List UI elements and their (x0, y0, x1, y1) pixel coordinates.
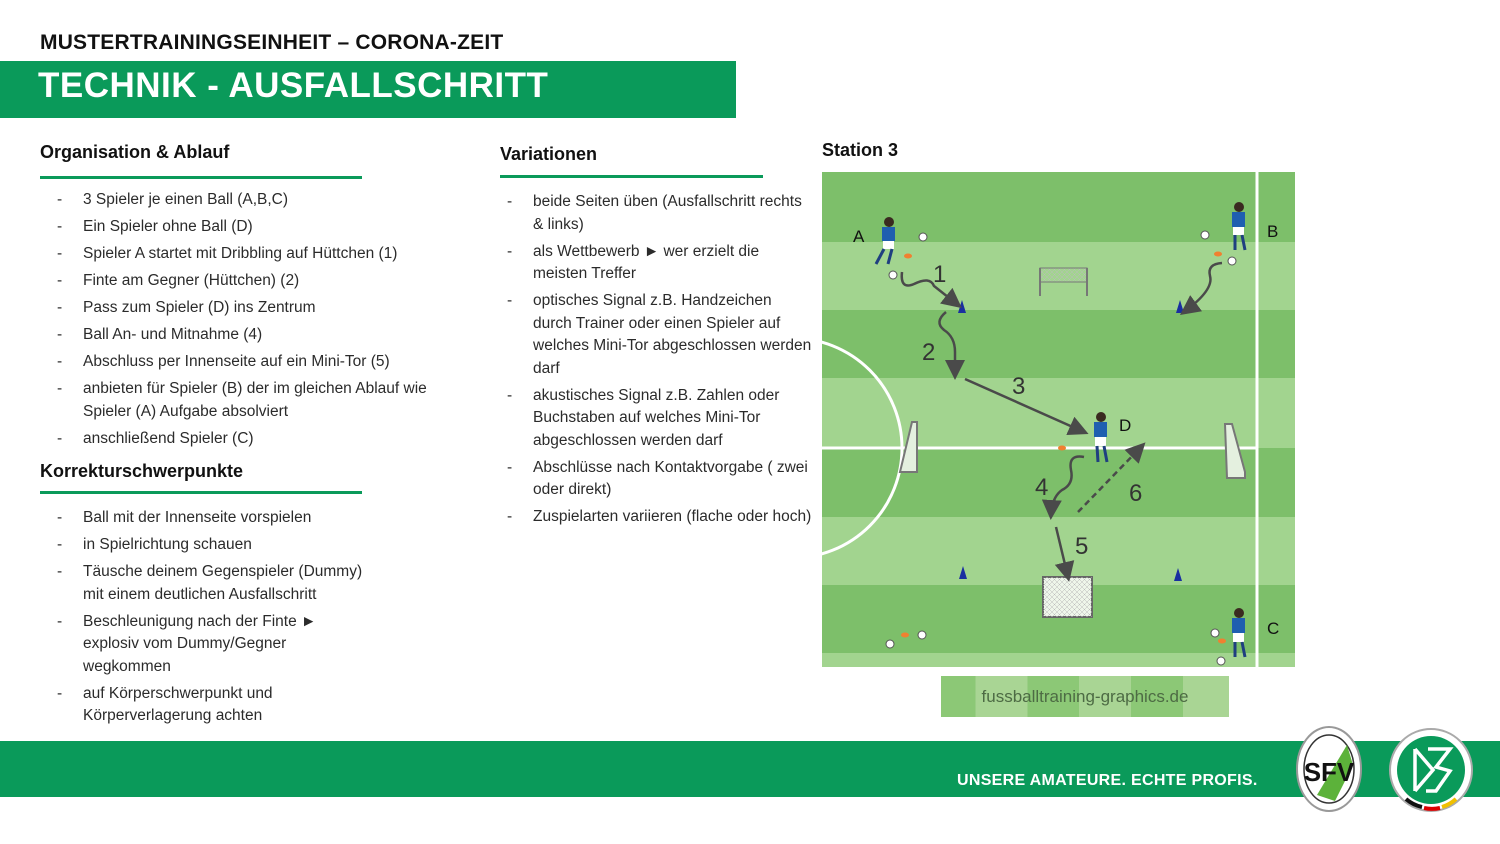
list-item: anschließend Spieler (C) (57, 428, 487, 451)
korrektur-list: Ball mit der Innenseite vorspielen in Sp… (57, 507, 387, 732)
korrektur-rule (40, 491, 362, 494)
list-item: Ein Spieler ohne Ball (D) (57, 216, 487, 239)
step-label: 6 (1129, 480, 1142, 507)
supertitle: MUSTERTRAININGSEINHEIT – CORONA-ZEIT (40, 31, 504, 54)
organisation-list: 3 Spieler je einen Ball (A,B,C) Ein Spie… (57, 189, 487, 455)
list-item: Spieler A startet mit Dribbling auf Hütt… (57, 243, 487, 266)
player-label: A (853, 227, 865, 246)
sfv-logo: SFV (1296, 726, 1362, 812)
center-circle (822, 340, 904, 556)
step-label: 1 (933, 261, 946, 288)
player-d (1094, 412, 1109, 463)
title-band (0, 61, 736, 118)
arrow-1 (900, 271, 962, 309)
list-item: optisches Signal z.B. Handzeichen durch … (507, 290, 813, 380)
list-item: Abschlüsse nach Kontaktvorgabe ( zwei od… (507, 457, 813, 502)
step-labels: 1 2 3 4 5 6 (922, 261, 1142, 560)
arrow-2 (938, 311, 965, 380)
marker-cones (901, 251, 1226, 644)
list-item: Ball mit der Innenseite vorspielen (57, 507, 387, 530)
mini-goal-top (1039, 267, 1088, 296)
variationen-list: beide Seiten üben (Ausfallschritt rechts… (507, 191, 813, 533)
credit-watermark: fussballtraining-graphics.de (941, 676, 1229, 717)
balls (885, 230, 1237, 666)
arrow-6 (1077, 442, 1146, 513)
svg-text:SFV: SFV (1304, 757, 1355, 787)
list-item: als Wettbewerb ► wer erzielt die meisten… (507, 241, 813, 286)
list-item: Finte am Gegner (Hüttchen) (2) (57, 270, 487, 293)
player-label: D (1119, 416, 1131, 435)
page-title: TECHNIK - AUSFALLSCHRITT (38, 66, 549, 105)
player-labels: A B C D (853, 222, 1279, 638)
arrow-4 (1041, 455, 1085, 520)
movement-arrows (900, 261, 1223, 582)
list-item: Zuspielarten variieren (flache oder hoch… (507, 506, 813, 529)
korrektur-heading: Korrekturschwerpunkte (40, 461, 244, 481)
list-item: 3 Spieler je einen Ball (A,B,C) (57, 189, 487, 212)
list-item: anbieten für Spieler (B) der im gleichen… (57, 378, 478, 423)
list-item: Pass zum Spieler (D) ins Zentrum (57, 297, 487, 320)
player-a (874, 217, 895, 265)
list-item: akustisches Signal z.B. Zahlen oder Buch… (507, 385, 813, 453)
player-c (1232, 608, 1247, 658)
organisation-heading: Organisation & Ablauf (40, 142, 230, 162)
player-label: B (1267, 222, 1278, 241)
player-b (1232, 202, 1247, 251)
mini-goal-right (1223, 423, 1246, 479)
player-label: C (1267, 619, 1279, 638)
variationen-heading: Variationen (500, 144, 598, 164)
footer-slogan: UNSERE AMATEURE. ECHTE PROFIS. (957, 772, 1258, 789)
station-heading: Station 3 (822, 140, 899, 160)
step-label: 2 (922, 339, 935, 366)
list-item: Täusche deinem Gegenspieler (Dummy) mit … (57, 561, 387, 606)
step-label: 3 (1012, 373, 1025, 400)
step-label: 4 (1035, 474, 1048, 501)
step-label: 5 (1075, 533, 1088, 560)
list-item: in Spielrichtung schauen (57, 534, 387, 557)
footer-band (0, 741, 1500, 797)
pitch-diagram: 1 2 3 4 5 6 A B C D (822, 172, 1295, 667)
list-item: Ball An- und Mitnahme (4) (57, 324, 487, 347)
list-item: Abschluss per Innenseite auf ein Mini-To… (57, 351, 487, 374)
variationen-rule (500, 175, 763, 178)
dfb-logo (1389, 728, 1473, 812)
arrow-b (1179, 261, 1223, 315)
mini-goal-left (898, 421, 918, 473)
list-item: auf Körperschwerpunkt und Körperverlager… (57, 683, 343, 728)
organisation-rule (40, 176, 362, 179)
list-item: beide Seiten üben (Ausfallschritt rechts… (507, 191, 813, 236)
list-item: Beschleunigung nach der Finte ► explosiv… (57, 611, 368, 679)
arrow-3 (964, 377, 1089, 436)
arrow-5 (1054, 526, 1075, 582)
